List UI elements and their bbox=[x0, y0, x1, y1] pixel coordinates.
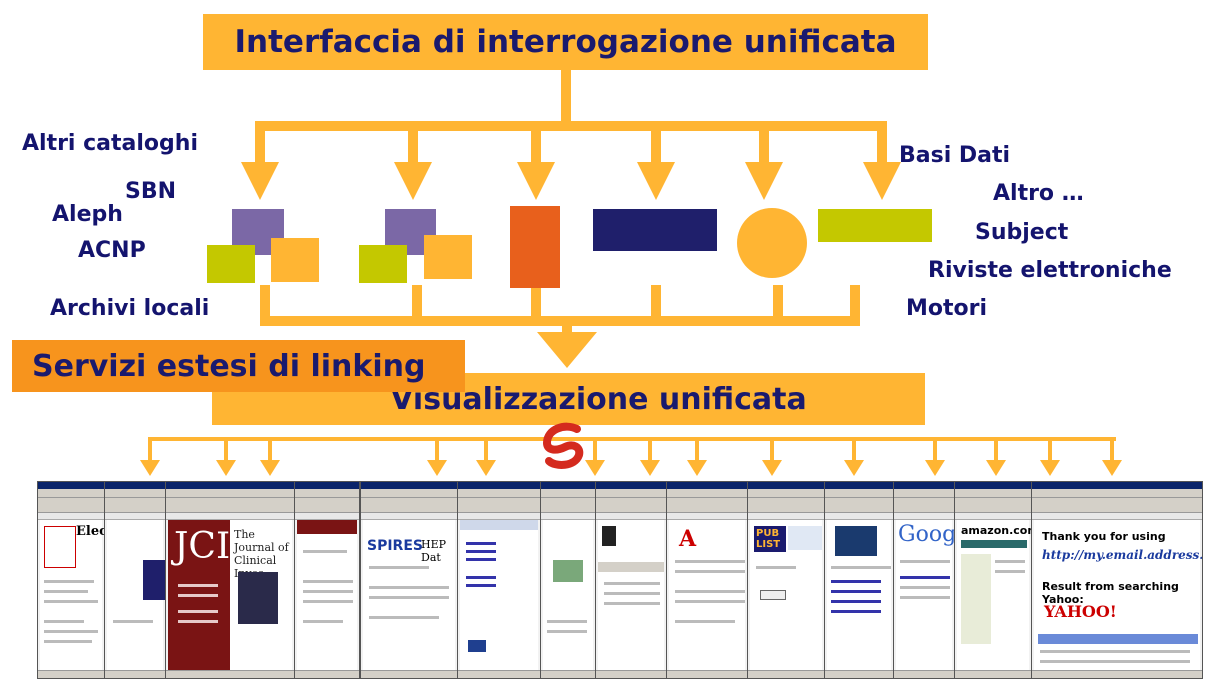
screenshot-jci: JCI The Journal of Clinical Inves bbox=[165, 481, 295, 679]
source-label-motori: Motori bbox=[906, 296, 988, 321]
screenshot-search-result bbox=[595, 481, 667, 679]
screenshot-british-library: A bbox=[666, 481, 748, 679]
screenshot-univ-list bbox=[457, 481, 541, 679]
screenshot-amazon: amazon.com bbox=[954, 481, 1032, 679]
unified-query-banner: Interfaccia di interrogazione unificata bbox=[203, 14, 928, 70]
spires-subtitle: HEP Dat bbox=[421, 538, 447, 564]
screenshot-catalog bbox=[540, 481, 596, 679]
source-block-orange-2 bbox=[424, 235, 472, 279]
yahoo-logo: YAHOO! bbox=[1044, 602, 1117, 621]
source-label-riviste-elettroniche: Riviste elettroniche bbox=[928, 258, 1172, 283]
screenshot-publist: PUB LIST bbox=[747, 481, 825, 679]
source-block-lime-wide bbox=[818, 209, 932, 242]
screenshot-institute bbox=[294, 481, 360, 679]
jci-logo: JCI bbox=[174, 526, 231, 567]
screenshot-journal-physics: Elec bbox=[37, 481, 105, 679]
sfx-logo-icon bbox=[542, 422, 584, 469]
result-text: Result from searching Yahoo: bbox=[1042, 580, 1179, 606]
linking-services-banner: Servizi estesi di linking bbox=[12, 340, 465, 392]
source-block-orange-red bbox=[510, 206, 560, 288]
source-label-sbn: SBN bbox=[125, 179, 177, 204]
linking-services-title: Servizi estesi di linking bbox=[32, 348, 426, 384]
source-block-lime-1 bbox=[207, 245, 255, 283]
screenshot-spires: SPIRES HEP Dat bbox=[360, 481, 458, 679]
source-circle-orange bbox=[737, 208, 807, 278]
source-block-orange-1 bbox=[271, 238, 319, 282]
screenshot-northern-light bbox=[824, 481, 894, 679]
spires-logo: SPIRES bbox=[367, 538, 423, 554]
source-block-navy bbox=[593, 209, 717, 251]
source-label-altri-cataloghi: Altri cataloghi bbox=[22, 131, 198, 156]
unified-query-title: Interfaccia di interrogazione unificata bbox=[234, 24, 897, 60]
screenshot-google: Goog bbox=[893, 481, 955, 679]
source-label-subject: Subject bbox=[975, 220, 1069, 245]
publist-logo: PUB LIST bbox=[754, 526, 786, 552]
email-address-text: http://my.email.address.is bbox=[1042, 548, 1203, 562]
source-label-altro: Altro … bbox=[993, 181, 1084, 206]
thanks-text: Thank you for using bbox=[1042, 530, 1166, 543]
google-logo: Goog bbox=[898, 522, 955, 547]
source-label-archivi-locali: Archivi locali bbox=[50, 296, 210, 321]
screenshot-email-result: Thank you for using http://my.email.addr… bbox=[1031, 481, 1203, 679]
screenshot-journal-blank bbox=[104, 481, 166, 679]
source-block-lime-2 bbox=[359, 245, 407, 283]
source-label-acnp: ACNP bbox=[78, 238, 146, 263]
source-label-aleph: Aleph bbox=[52, 202, 123, 227]
source-label-basi-dati: Basi Dati bbox=[899, 143, 1011, 168]
amazon-logo: amazon.com bbox=[961, 524, 1032, 537]
